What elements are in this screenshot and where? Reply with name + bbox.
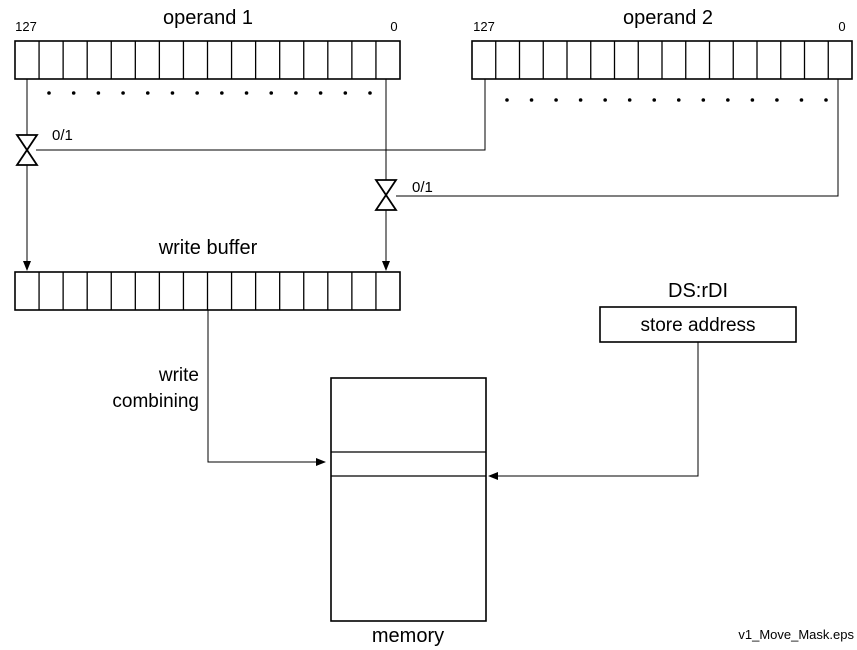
ds-rdi-title: DS:rDI [668, 280, 728, 302]
ellipsis-dot [578, 98, 583, 102]
ellipsis-dot [244, 91, 249, 95]
ellipsis-dot [368, 91, 372, 95]
operand1-title: operand 1 [163, 7, 253, 29]
write-combining-arrow [207, 310, 326, 466]
ellipsis-dot [529, 98, 534, 102]
ellipsis-dot [294, 91, 298, 95]
selector-switch-msb-icon [15, 134, 39, 166]
operand2-msb-wire [36, 79, 486, 151]
ellipsis-dot [71, 91, 76, 95]
ellipsis-dot [652, 98, 657, 102]
selector-switch-msb-label: 0/1 [52, 127, 73, 144]
ellipsis-dot [824, 98, 828, 102]
write-buffer-register [14, 271, 401, 311]
ellipsis-dot [318, 91, 323, 95]
operand2-title: operand 2 [623, 7, 713, 29]
store-address-arrow [488, 342, 699, 480]
ellipsis-dot [145, 91, 150, 95]
write-combining-label-line1: write [158, 365, 199, 386]
ellipsis-dot [121, 91, 125, 95]
ellipsis-dot [726, 98, 730, 102]
operand1-bit-cells [38, 41, 377, 79]
ellipsis-dot [554, 98, 558, 102]
ellipsis-dot [676, 98, 681, 102]
ellipsis-dot [195, 91, 199, 95]
operand2-lsb-label: 0 [838, 19, 845, 34]
ellipsis-dot [750, 98, 755, 102]
operand1-lsb-label: 0 [390, 19, 397, 34]
write-buffer-title: write buffer [158, 237, 258, 259]
operand1-ellipsis-dots [47, 91, 372, 95]
operand2-ellipsis-dots [505, 98, 828, 102]
ellipsis-dot [627, 98, 632, 102]
ellipsis-dot [799, 98, 804, 102]
ellipsis-dot [269, 91, 274, 95]
operand2-lsb-wire [396, 79, 839, 197]
ellipsis-dot [603, 98, 607, 102]
store-address-box [599, 306, 797, 343]
ellipsis-dot [775, 98, 779, 102]
ellipsis-dot [701, 98, 706, 102]
memory-title: memory [372, 625, 444, 647]
ellipsis-dot [220, 91, 224, 95]
filename-label: v1_Move_Mask.eps [738, 627, 854, 642]
operand1-register [14, 40, 401, 80]
ellipsis-dot [505, 98, 509, 102]
operand2-bit-cells [495, 41, 829, 79]
operand2-register [471, 40, 853, 80]
ellipsis-dot [170, 91, 175, 95]
ellipsis-dot [47, 91, 51, 95]
ellipsis-dot [343, 91, 348, 95]
selector-switch-lsb-icon [374, 179, 398, 211]
memory-block [330, 377, 487, 622]
store-address-label: store address [640, 315, 755, 336]
operand1-msb-label: 127 [15, 19, 37, 34]
ellipsis-dot [96, 91, 101, 95]
write-combining-label-line2: combining [112, 391, 199, 412]
operand2-msb-label: 127 [473, 19, 495, 34]
write-buffer-bit-cells [38, 272, 377, 310]
selector-switch-lsb-label: 0/1 [412, 179, 433, 196]
